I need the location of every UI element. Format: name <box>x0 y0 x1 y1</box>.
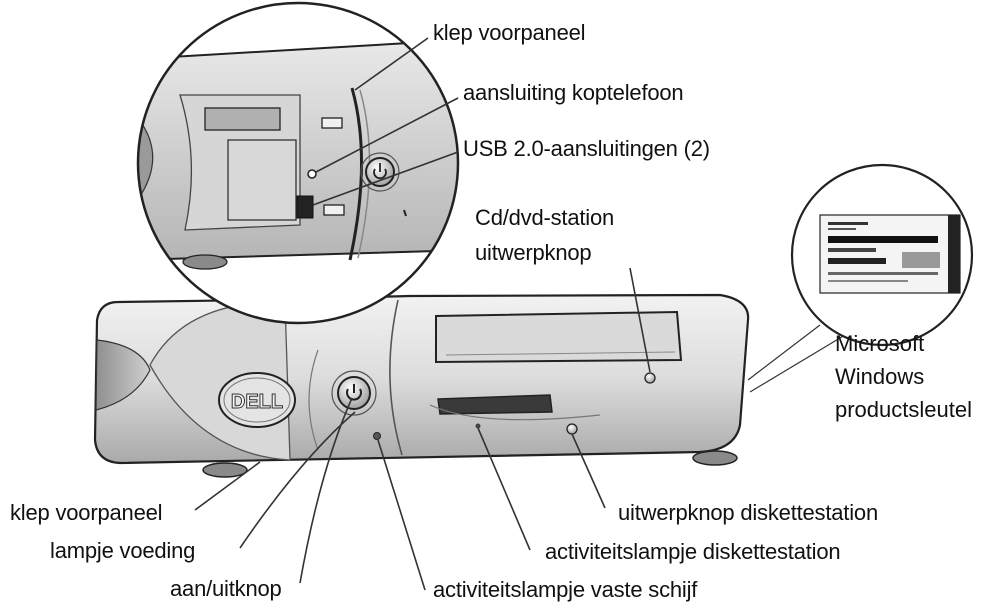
floppy-drive-slot <box>438 395 552 414</box>
headphone-jack <box>308 170 316 178</box>
label-floppy-activity-light: activiteitslampje diskettestation <box>545 539 840 565</box>
label-product-key: Microsoft Windows productsleutel <box>835 330 972 423</box>
leader-hd-activity <box>378 440 425 590</box>
zoom-detail-circle <box>120 3 470 323</box>
cd-dvd-eject-button[interactable] <box>645 373 655 383</box>
label-power-button: aan/uitknop <box>170 576 282 602</box>
label-product-key-line2: Windows <box>835 363 972 390</box>
floppy-activity-light <box>476 424 481 429</box>
label-product-key-line3: productsleutel <box>835 396 972 423</box>
label-headphone-connector: aansluiting koptelefoon <box>463 80 683 106</box>
label-cd-dvd-eject-line2: uitwerpknop <box>475 240 591 266</box>
label-usb-connectors: USB 2.0-aansluitingen (2) <box>463 136 710 162</box>
zoom-usb-port-2 <box>324 205 344 215</box>
label-hard-drive-activity-light: activiteitslampje vaste schijf <box>433 577 697 603</box>
dell-logo-text: DELL <box>231 391 283 413</box>
computer-chassis: DELL <box>95 295 748 477</box>
label-front-panel-door-top: klep voorpaneel <box>433 20 585 46</box>
zoom-usb-port-1 <box>322 118 342 128</box>
label-product-key-line1: Microsoft <box>835 330 972 357</box>
chassis-foot-left <box>203 463 247 477</box>
label-power-light: lampje voeding <box>50 538 195 564</box>
hard-drive-activity-light <box>374 433 381 440</box>
floppy-eject-button[interactable] <box>567 424 577 434</box>
label-floppy-eject-button: uitwerpknop diskettestation <box>618 500 878 526</box>
label-front-panel-door-bottom: klep voorpaneel <box>10 500 162 526</box>
label-cd-dvd-eject-line1: Cd/dvd-station <box>475 205 614 231</box>
zoom-usb-connector <box>297 196 313 218</box>
